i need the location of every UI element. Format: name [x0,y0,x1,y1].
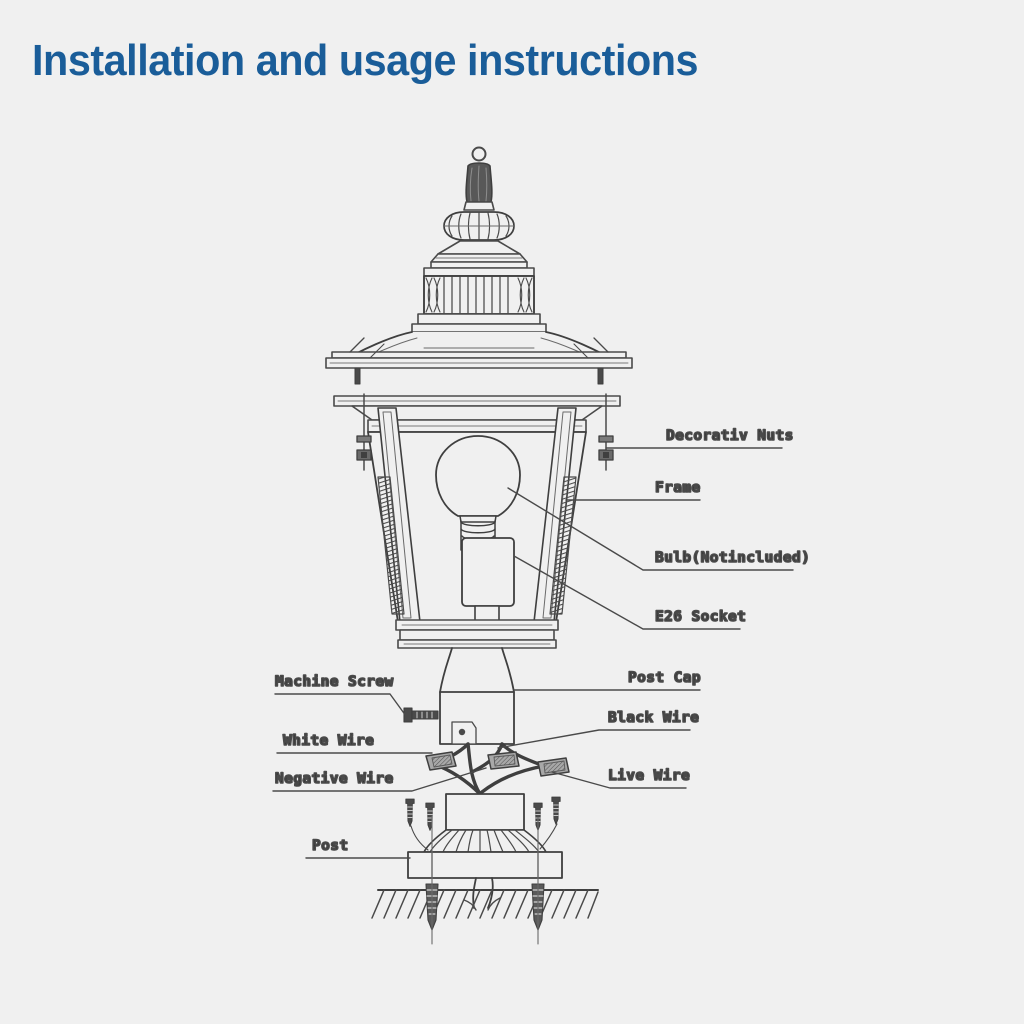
ground-hatch [371,889,599,919]
drum-side-lattice-right [517,277,533,313]
ground-surface [371,889,599,919]
post-collar [423,829,547,853]
finial-collar [443,211,515,241]
mounting-plate [407,851,563,879]
fluted-drum [423,275,535,315]
finial-loop-icon [471,146,487,162]
wire-nut-connector-left [425,751,457,771]
label-post: Post [312,838,349,854]
machine-screw-icon [403,707,439,723]
label-live-wire: Live Wire [608,768,690,784]
label-black-wire: Black Wire [608,710,699,726]
leader-bulb [507,487,794,571]
finial-acorn [465,162,493,203]
roof-rim [325,337,633,369]
part-labels: Decorativ Nuts Frame Bulb(Notincluded) E… [274,427,810,855]
corner-post-left [377,407,421,623]
label-negative-wire: Negative Wire [275,771,394,787]
anchor-screw-upper-left-2 [424,802,436,832]
post-cap-neck [439,647,515,693]
anchor-screw-upper-right-2 [550,796,562,826]
cap-plate [423,240,535,277]
leader-lines [272,447,794,859]
leader-e26-socket [513,555,741,630]
screw-guide-line-left [410,825,429,851]
anchor-screw-upper-left-1 [404,798,416,828]
post-shaft [463,877,501,911]
leader-black-wire [497,729,691,749]
anchor-centerlines [431,815,539,945]
decorative-nut-left [356,393,372,471]
roof-pegs [354,367,604,385]
page-title: Installation and usage instructions [32,36,699,85]
label-decorativ-nuts: Decorativ Nuts [666,428,794,444]
leader-negative-wire [272,767,487,792]
label-e26-socket: E26 Socket [655,609,746,625]
label-white-wire: White Wire [283,733,374,749]
lantern-top-ledge [333,395,621,433]
diagram-linework: Decorativ Nuts Frame Bulb(Notincluded) E… [272,146,811,945]
drum-side-lattice-left [425,277,441,313]
label-machine-screw: Machine Screw [275,674,394,690]
wire-nut-connector-center [487,751,520,770]
label-post-cap: Post Cap [628,670,701,686]
lantern-base [395,619,559,649]
leader-live-wire [551,771,687,789]
wire-nut-connector-right [537,757,570,777]
decorative-nut-right [598,393,614,471]
label-frame: Frame [655,480,701,496]
label-bulb: Bulb(Notincluded) [655,550,810,566]
leader-machine-screw [274,693,407,717]
post-top-block [445,793,525,831]
post-cap-box [439,691,515,745]
screw-guide-line-right [539,823,558,850]
finial-neck [463,201,495,211]
